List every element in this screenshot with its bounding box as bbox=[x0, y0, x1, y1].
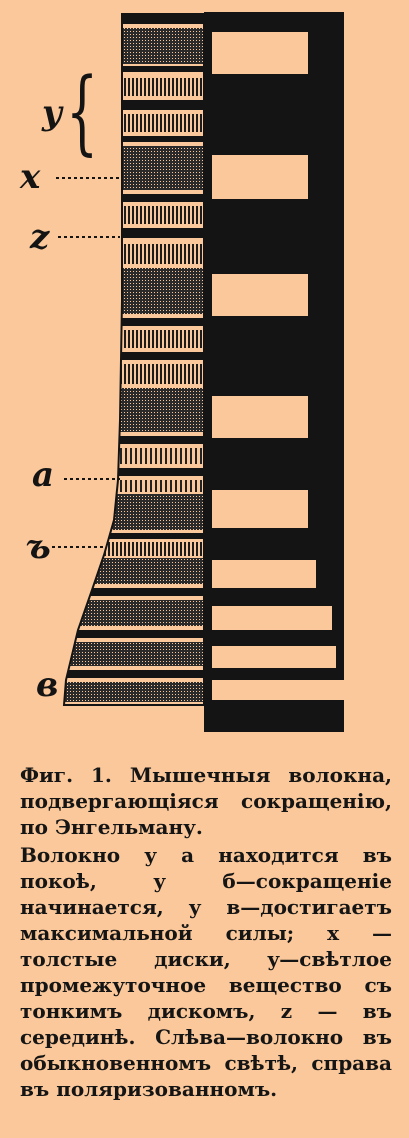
caption-fig-number: Фиг. 1. bbox=[20, 763, 112, 787]
caption-title-text: Мышечныя волокна, подвергающіяся сокраще… bbox=[20, 763, 392, 839]
muscle-fiber-figure: { y x z a ъ в bbox=[20, 12, 344, 732]
label-b: ъ bbox=[26, 527, 51, 567]
caption-body: Волокно у а находится въ покоѣ, у б—сокр… bbox=[20, 843, 392, 1101]
figure-caption: Фиг. 1. Мышечныя волокна, подвергающіяся… bbox=[20, 762, 392, 1102]
caption-title: Фиг. 1. Мышечныя волокна, подвергающіяся… bbox=[20, 762, 392, 840]
leader-lines bbox=[52, 177, 120, 548]
polarized-fiber bbox=[204, 12, 344, 732]
label-v: в bbox=[36, 665, 58, 705]
label-a: a bbox=[32, 455, 54, 495]
brace-y: { bbox=[66, 58, 99, 165]
label-x: x bbox=[20, 157, 40, 197]
muscle-fiber-illustration bbox=[52, 12, 344, 732]
label-z: z bbox=[30, 217, 49, 257]
label-y: y bbox=[42, 93, 62, 133]
